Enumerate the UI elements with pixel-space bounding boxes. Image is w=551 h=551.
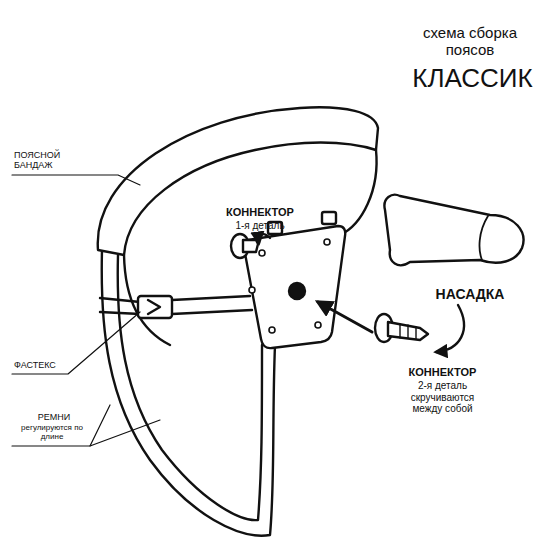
part-note: регулируются по длине (10, 423, 94, 441)
leg-strap (102, 250, 275, 536)
leader-line (12, 312, 140, 374)
product-name: КЛАССИК (400, 64, 545, 94)
direction-arrow (259, 234, 270, 243)
part-name: ФАСТЕКС (14, 360, 84, 370)
fastex-buckle-detail (148, 300, 160, 314)
rivet (259, 250, 265, 256)
rivet (249, 287, 255, 293)
connector-part-1 (243, 240, 258, 252)
connector-part-2 (388, 322, 428, 340)
side-strap (100, 298, 140, 314)
front-plate (244, 226, 346, 348)
part-note: 2-я деталь скручиваются между собой (395, 380, 490, 415)
connector-hole (289, 283, 305, 299)
side-strap (172, 296, 252, 314)
direction-arrow (318, 302, 372, 332)
part-name: ПОЯСНОЙ БАНДАЖ (14, 150, 94, 171)
thread-line (400, 324, 416, 339)
part-name: КОННЕКТОР (395, 366, 490, 379)
plate-buckle (322, 212, 336, 224)
attachment-detail (480, 216, 488, 260)
part-name: РЕМНИ (14, 412, 94, 422)
attachment (384, 195, 523, 265)
part-name: КОННЕКТОР (215, 206, 305, 219)
waist-band-inner (340, 150, 377, 235)
fastex-buckle (138, 296, 172, 318)
rivet (324, 239, 330, 245)
leader-line (12, 175, 140, 185)
part-name: НАСАДКА (420, 286, 520, 302)
direction-arrow (436, 305, 464, 352)
rivet (269, 327, 275, 333)
rivet (315, 322, 321, 328)
leg-strap (118, 255, 262, 520)
leader-line (90, 420, 160, 446)
part-note: 1-я деталь (215, 220, 305, 232)
diagram-title: схема сборка поясов (405, 24, 535, 59)
